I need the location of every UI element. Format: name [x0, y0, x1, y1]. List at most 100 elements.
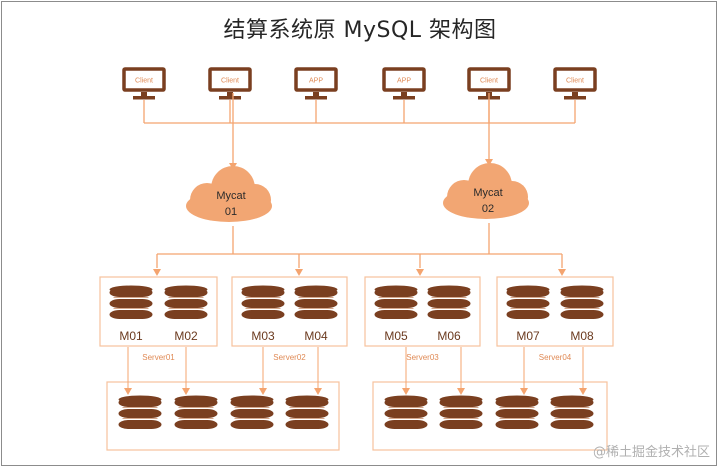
db-disk-layer [285, 420, 329, 429]
monitor-neck [227, 92, 233, 96]
mycat-number: 01 [225, 206, 237, 218]
db-label: M08 [570, 329, 594, 343]
mycat-name: Mycat [473, 187, 502, 199]
db-disk-layer [109, 310, 153, 319]
cloud-puff [496, 181, 528, 213]
client-monitor-icon: Client [122, 67, 166, 100]
db-top [384, 395, 428, 404]
monitor-neck [313, 92, 319, 96]
db-top [174, 395, 218, 404]
monitor-screen [122, 67, 166, 92]
db-disk-layer [118, 420, 162, 429]
replica-database-icon [174, 395, 218, 429]
database-icon [374, 285, 418, 319]
db-label: M05 [384, 329, 408, 343]
db-disk-layer [560, 310, 604, 319]
arrow-to-replica [402, 388, 410, 395]
mycat-name: Mycat [216, 190, 245, 202]
arrow-to-server [416, 269, 424, 276]
replica-group-box [372, 381, 608, 451]
server-box [99, 276, 218, 347]
db-top [550, 395, 594, 404]
arrow-to-replica [259, 388, 267, 395]
db-disk-layer [550, 420, 594, 429]
database-icon [164, 285, 208, 319]
db-disk-layer [230, 420, 274, 429]
diagram-title: 结算系统原 MySQL 架构图 [223, 18, 497, 43]
db-disk-layer [506, 299, 550, 308]
database-icon [427, 285, 471, 319]
database-icon [560, 285, 604, 319]
arrow-to-replica [457, 388, 465, 395]
replica-database-icon [439, 395, 483, 429]
monitor-stand [133, 96, 155, 100]
db-disk-layer [427, 299, 471, 308]
watermark: @稀土掘金技术社区 [592, 445, 710, 460]
server-box [364, 276, 481, 347]
db-top [506, 285, 550, 294]
client-label: Client [480, 78, 498, 85]
db-label: M06 [437, 329, 461, 343]
db-disk-layer [550, 409, 594, 418]
db-disk-layer [109, 299, 153, 308]
db-disk-layer [374, 299, 418, 308]
monitor-screen [467, 67, 511, 92]
monitor-screen [208, 67, 252, 92]
server-name-label: Server04 [539, 353, 572, 362]
replica-database-icon [230, 395, 274, 429]
replica-database-icon [495, 395, 539, 429]
client-label: Client [135, 78, 153, 85]
server-name-label: Server02 [273, 353, 306, 362]
db-top [495, 395, 539, 404]
client-label: Client [221, 78, 239, 85]
arrow-to-replica [182, 388, 190, 395]
replica-database-icon [118, 395, 162, 429]
db-label: M04 [304, 329, 328, 343]
db-top [241, 285, 285, 294]
db-top [230, 395, 274, 404]
monitor-stand [305, 96, 327, 100]
db-disk-layer [241, 299, 285, 308]
db-top [374, 285, 418, 294]
db-top [109, 285, 153, 294]
db-label: M07 [516, 329, 540, 343]
db-disk-layer [294, 299, 338, 308]
db-disk-layer [174, 409, 218, 418]
arrow-to-server [153, 269, 161, 276]
db-disk-layer [164, 299, 208, 308]
database-icon [241, 285, 285, 319]
replica-database-icon [550, 395, 594, 429]
replica-database-icon [384, 395, 428, 429]
monitor-stand [564, 96, 586, 100]
db-disk-layer [427, 310, 471, 319]
db-top [164, 285, 208, 294]
monitor-screen [553, 67, 597, 92]
monitor-neck [572, 92, 578, 96]
mycat-cloud-icon: Mycat 01 [186, 166, 272, 222]
client-monitor-icon: APP [294, 67, 338, 100]
client-label: Client [566, 78, 584, 85]
client-label: APP [397, 78, 411, 85]
db-disk-layer [506, 310, 550, 319]
arrow-to-server [558, 269, 566, 276]
db-disk-layer [374, 310, 418, 319]
db-disk-layer [495, 420, 539, 429]
db-disk-layer [230, 409, 274, 418]
monitor-screen [382, 67, 426, 92]
monitor-stand [219, 96, 241, 100]
arrow-to-mycat02 [485, 159, 493, 166]
client-monitor-icon: Client [208, 67, 252, 100]
db-top [439, 395, 483, 404]
arrow-to-replica [579, 388, 587, 395]
db-top [285, 395, 329, 404]
monitor-neck [141, 92, 147, 96]
db-disk-layer [241, 310, 285, 319]
db-top [427, 285, 471, 294]
arrow-to-replica [314, 388, 322, 395]
db-label: M01 [119, 329, 143, 343]
db-label: M03 [251, 329, 275, 343]
monitor-screen [294, 67, 338, 92]
